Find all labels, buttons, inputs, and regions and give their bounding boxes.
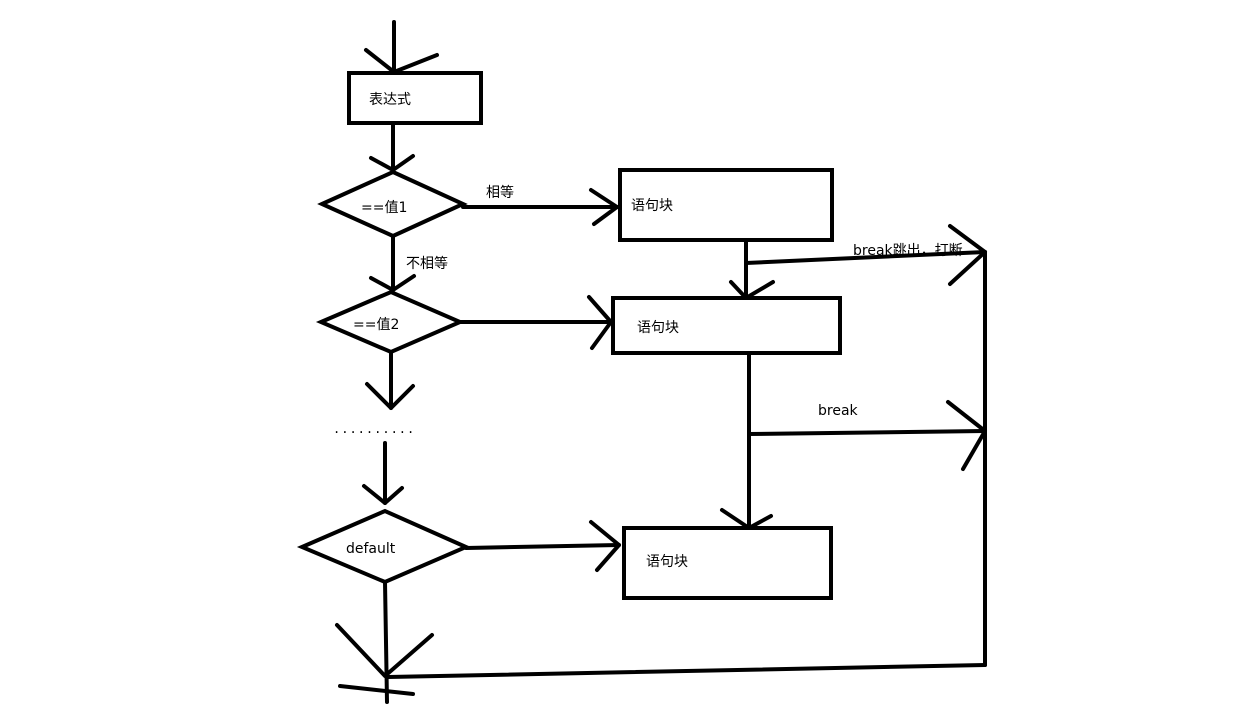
arrow-cond2-to-block2	[458, 295, 613, 350]
arrow-default-to-block3	[464, 520, 621, 572]
break-exit-line	[386, 250, 987, 679]
arrow-break: break	[747, 400, 987, 471]
arrow-cond1-to-block1: 相等	[461, 184, 619, 226]
exit-arrow	[335, 580, 434, 704]
condition-2-node: ==值2	[315, 289, 466, 355]
expression-node: 表达式	[347, 71, 483, 125]
entry-arrow	[364, 20, 439, 74]
arrow-block2-to-block3	[720, 351, 773, 530]
condition-default-label: default	[346, 541, 396, 557]
statement-block-2: 语句块	[611, 296, 842, 355]
ellipsis-more-cases: ..........	[333, 422, 415, 436]
edge-label-break: break	[818, 403, 859, 419]
arrow-block1-to-block2	[729, 238, 775, 300]
condition-1-label: ==值1	[361, 200, 407, 216]
statement-block-3-label: 语句块	[646, 554, 688, 570]
statement-block-1: 语句块	[618, 168, 834, 242]
condition-2-label: ==值2	[353, 317, 399, 333]
edge-label-break-jump: break跳出，打断	[853, 242, 963, 259]
statement-block-1-label: 语句块	[631, 198, 673, 214]
condition-1-node: ==值1	[317, 169, 468, 239]
arrow-cond1-to-cond2: 不相等	[369, 234, 448, 292]
statement-block-3: 语句块	[622, 526, 833, 600]
arrow-cond2-down	[365, 350, 415, 410]
arrow-expression-to-cond1	[369, 121, 415, 172]
arrow-to-default	[362, 441, 404, 505]
statement-block-2-label: 语句块	[637, 320, 679, 336]
expression-label: 表达式	[369, 92, 411, 108]
condition-default-node: default	[296, 508, 471, 585]
edge-label-equal: 相等	[486, 184, 514, 201]
edge-label-not-equal: 不相等	[406, 255, 448, 272]
